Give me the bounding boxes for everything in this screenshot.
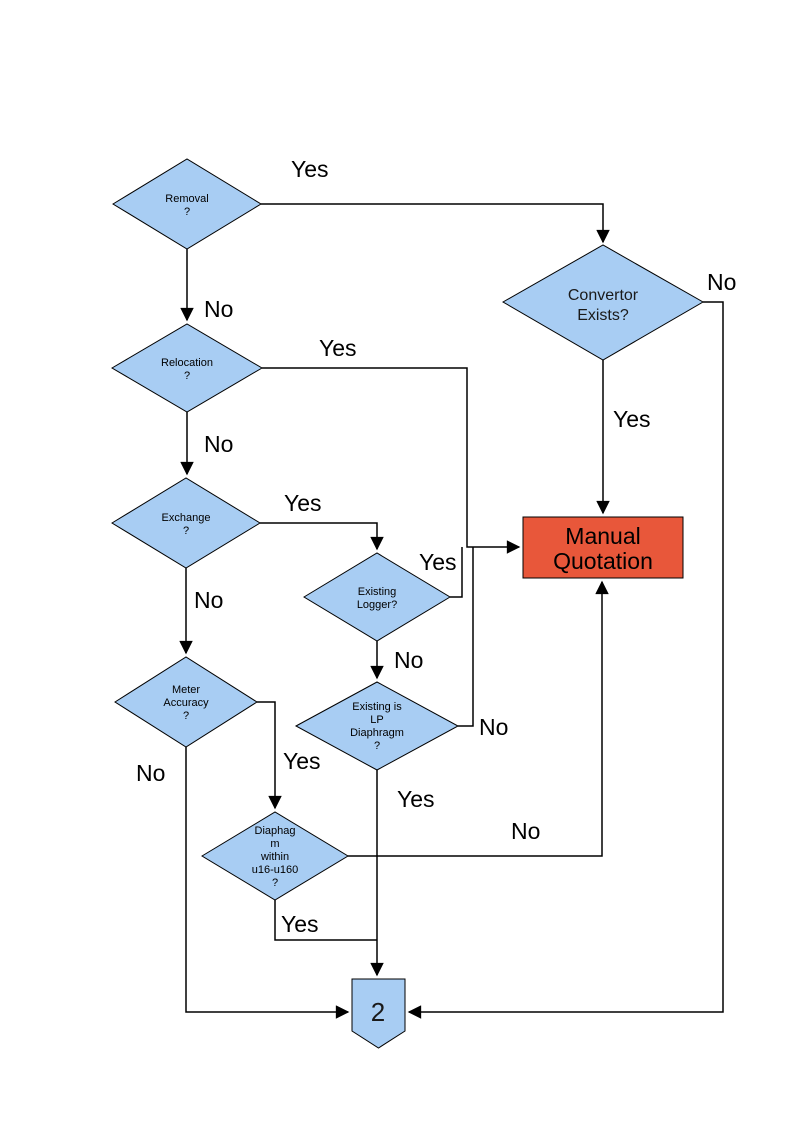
lp-diaphragm-label-line1: Existing is	[352, 701, 402, 713]
lp-diaphragm-diamond	[294, 681, 460, 771]
relocation-label-line1: Relocation	[161, 357, 213, 369]
exchange-diamond	[111, 477, 261, 569]
edge-label-range-yes: Yes	[281, 911, 319, 937]
edge-exchange-yes	[260, 522, 384, 551]
meter-accuracy-diamond	[114, 656, 258, 748]
node-exchange: Exchange ?	[111, 477, 261, 569]
node-lp-diaphragm: Existing is LP Diaphragm ?	[294, 681, 460, 771]
edge-logger-yes	[450, 547, 463, 598]
connector-2-label: 2	[371, 997, 385, 1027]
edge-label-range-no: No	[511, 818, 540, 844]
edge-label-logger-no: No	[394, 647, 423, 673]
edge-relocation-yes	[262, 367, 521, 554]
node-convertor-exists: Convertor Exists?	[501, 244, 705, 361]
edge-label-relocation-yes: Yes	[319, 335, 357, 361]
relocation-label-line2: ?	[184, 370, 190, 382]
node-meter-accuracy: Meter Accuracy ?	[114, 656, 258, 748]
meter-accuracy-label-line1: Meter	[172, 684, 200, 696]
edge-range-yes	[274, 900, 377, 941]
node-diaphragm-range: Diaphag m within u16-u160 ?	[201, 811, 349, 901]
edge-meter-yes	[257, 701, 282, 810]
lp-diaphragm-label-line3: Diaphragm	[350, 727, 404, 739]
node-connector-2: 2	[351, 978, 406, 1049]
edge-label-convertor-yes: Yes	[613, 406, 651, 432]
meter-accuracy-label-line2: Accuracy	[163, 697, 209, 709]
edge-label-logger-yes: Yes	[419, 549, 457, 575]
edge-label-meter-yes: Yes	[283, 748, 321, 774]
node-existing-logger: Existing Logger?	[303, 552, 451, 642]
manual-quotation-label-line2: Quotation	[553, 548, 653, 574]
manual-quotation-label-line1: Manual	[565, 523, 640, 549]
edge-label-convertor-no: No	[707, 269, 736, 295]
edge-label-exchange-no: No	[194, 587, 223, 613]
manual-quotation-box	[522, 516, 684, 579]
node-removal: Removal ?	[112, 158, 262, 250]
edge-label-lp-no: No	[479, 714, 508, 740]
diaphragm-range-label-line2: m	[270, 838, 279, 850]
edge-label-removal-yes: Yes	[291, 156, 329, 182]
edge-lp-no	[458, 547, 474, 727]
edge-removal-yes	[261, 203, 610, 244]
edge-label-relocation-no: No	[204, 431, 233, 457]
lp-diaphragm-label-line4: ?	[374, 740, 380, 752]
edge-label-meter-no: No	[136, 760, 165, 786]
node-manual-quotation: Manual Quotation	[522, 516, 684, 579]
edge-range-no	[348, 580, 609, 857]
edge-label-removal-no: No	[204, 296, 233, 322]
diaphragm-range-diamond	[201, 811, 349, 901]
edge-convertor-no	[407, 301, 724, 1019]
node-relocation: Relocation ?	[111, 323, 263, 413]
diaphragm-range-label-line4: u16-u160	[252, 864, 299, 876]
edge-label-lp-yes: Yes	[397, 786, 435, 812]
removal-diamond	[112, 158, 262, 250]
connector-2-shape	[351, 978, 406, 1049]
existing-logger-label-line2: Logger?	[357, 599, 397, 611]
convertor-label-line2: Exists?	[577, 307, 629, 324]
diaphragm-range-label-line1: Diaphag	[255, 825, 296, 837]
removal-label-line2: ?	[184, 206, 190, 218]
convertor-diamond	[501, 244, 705, 361]
removal-label-line1: Removal	[165, 193, 208, 205]
existing-logger-label-line1: Existing	[358, 586, 397, 598]
diaphragm-range-label-line5: ?	[272, 877, 278, 889]
relocation-diamond	[111, 323, 263, 413]
edge-label-exchange-yes: Yes	[284, 490, 322, 516]
convertor-label-line1: Convertor	[568, 287, 639, 304]
exchange-label-line1: Exchange	[162, 512, 211, 524]
edge-meter-no	[185, 747, 350, 1019]
lp-diaphragm-label-line2: LP	[370, 714, 383, 726]
diaphragm-range-label-line3: within	[260, 851, 289, 863]
existing-logger-diamond	[303, 552, 451, 642]
meter-accuracy-label-line3: ?	[183, 710, 189, 722]
exchange-label-line2: ?	[183, 525, 189, 537]
